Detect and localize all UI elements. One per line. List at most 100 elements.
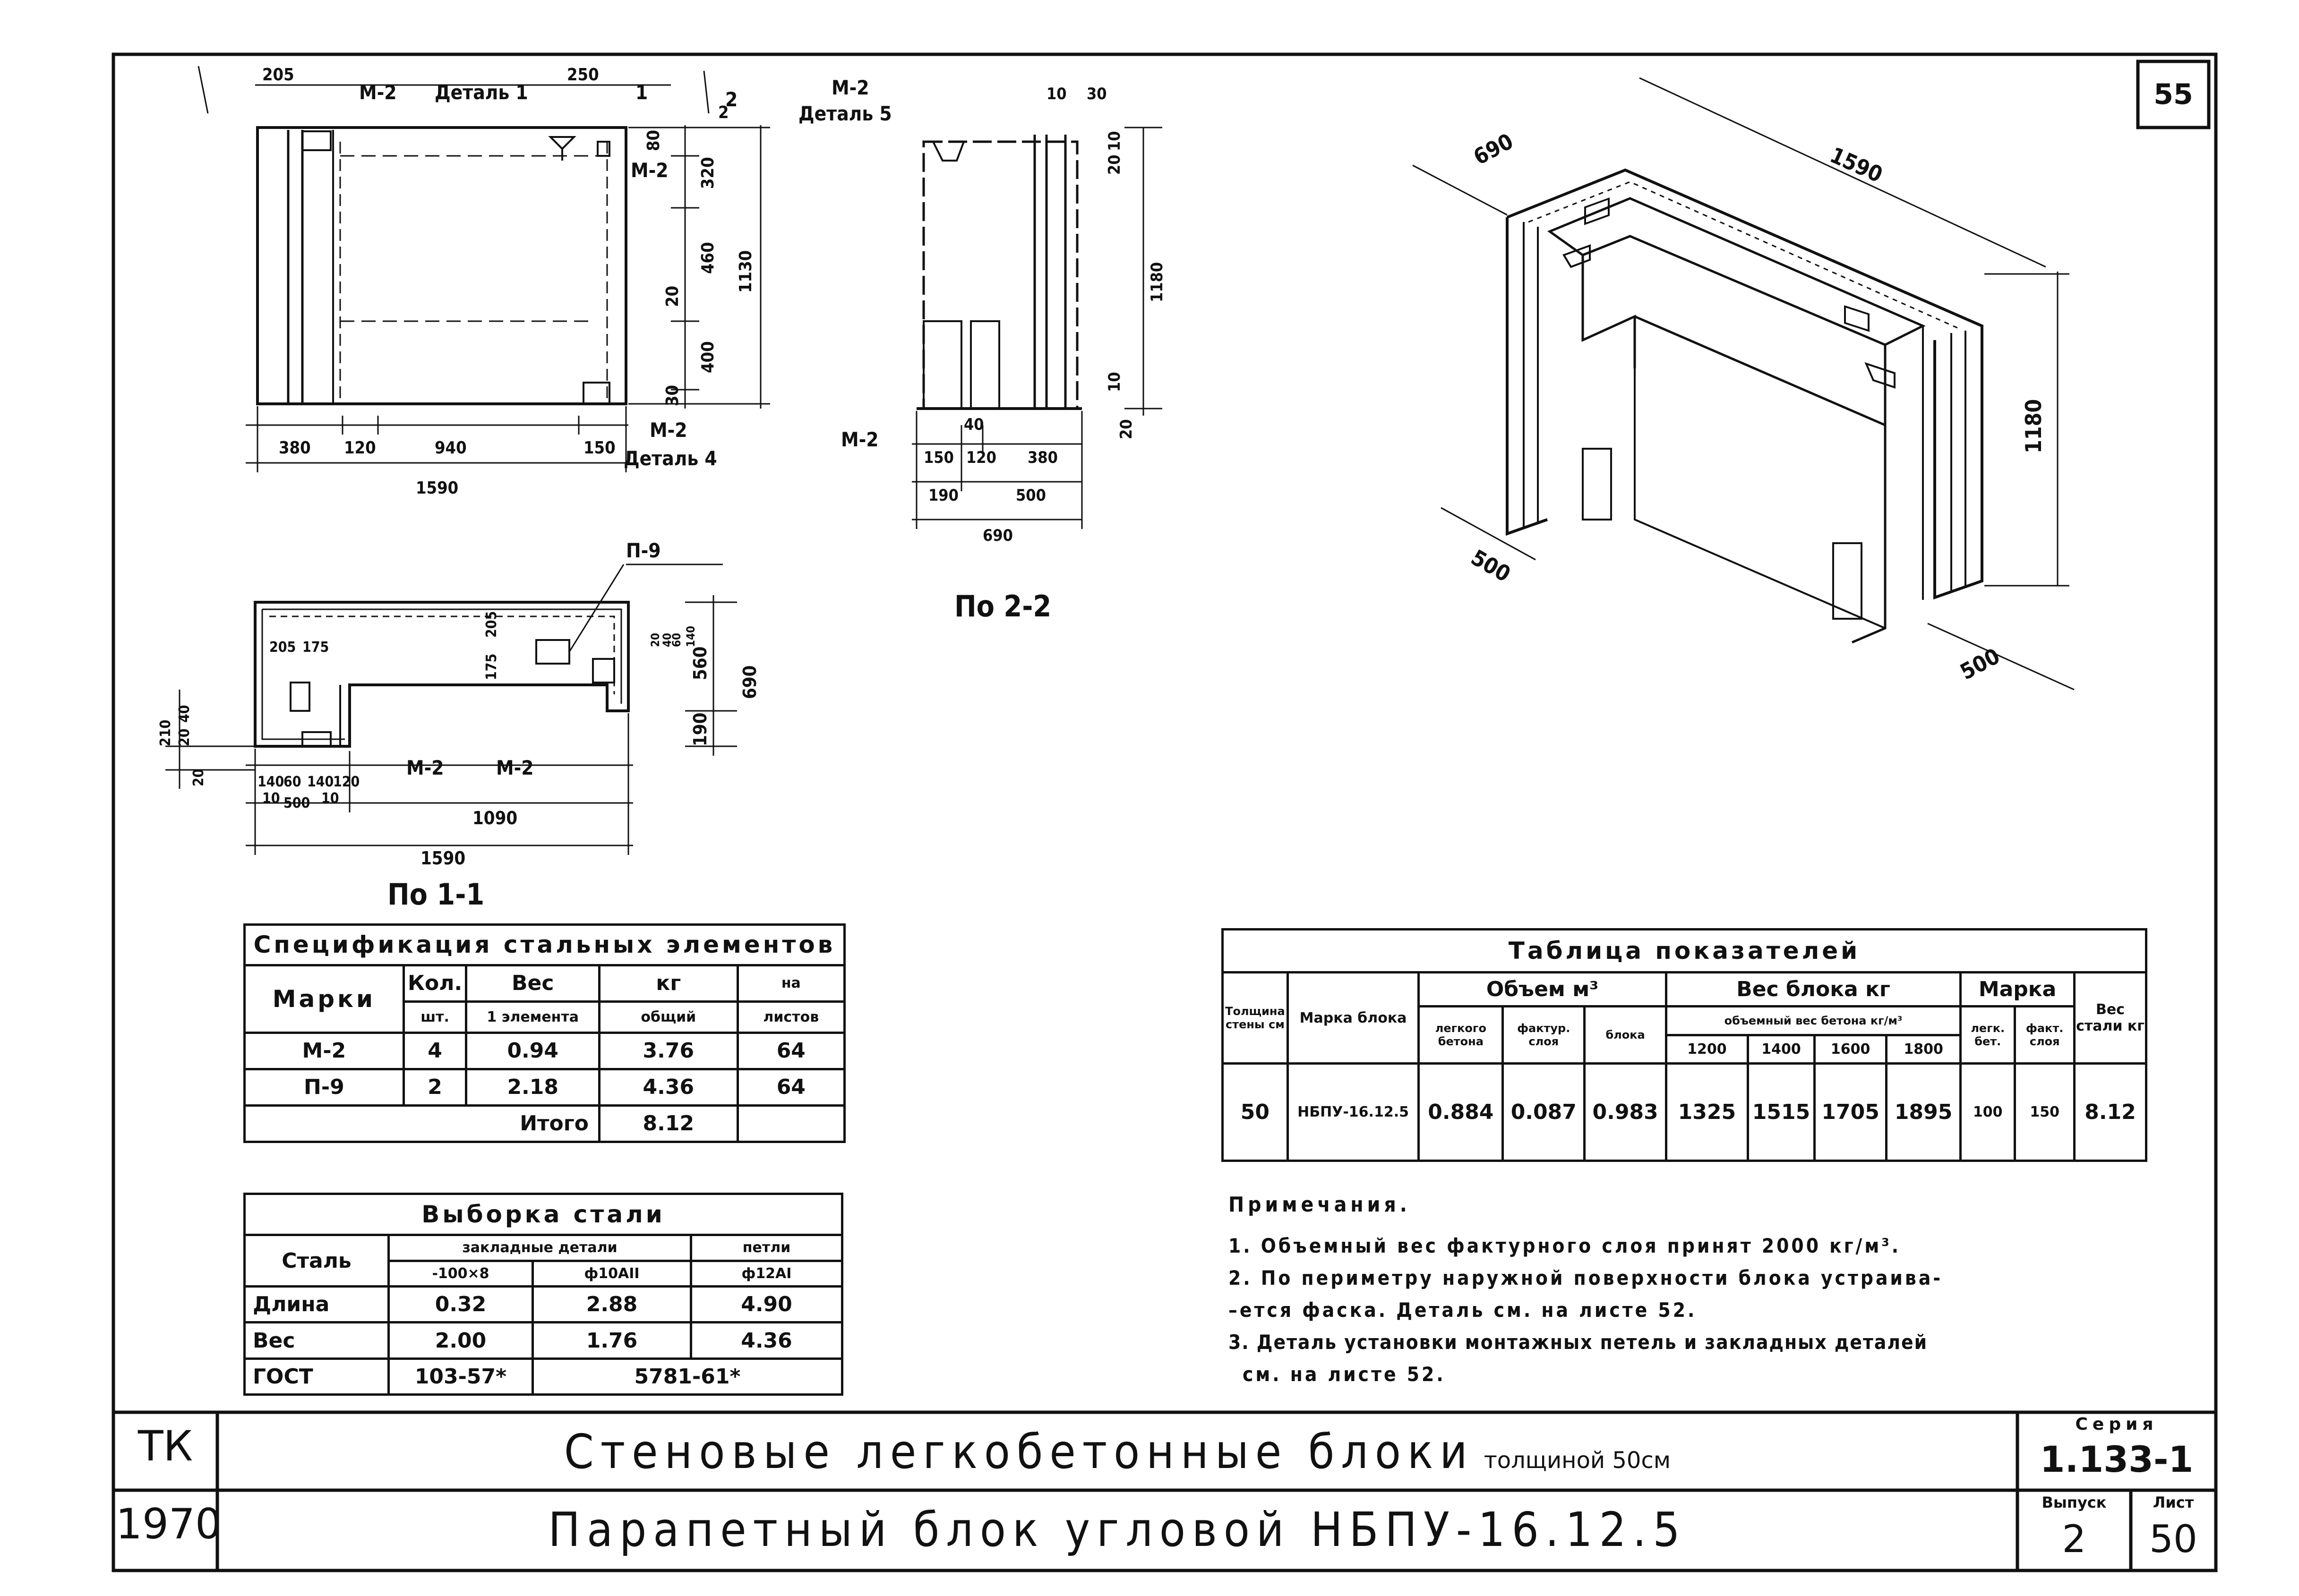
table-row: М-2 4 0.94 3.76 64 (243, 1031, 846, 1070)
sheet-value: 50 (2149, 1517, 2197, 1561)
dim-120: 120 (966, 448, 996, 467)
ind-head-density: объемный вес бетона кг/м³ (1664, 1005, 1962, 1036)
steel-head-steel: Сталь (243, 1234, 390, 1288)
steel-cell: 2.88 (532, 1285, 692, 1324)
dim-460: 460 (698, 242, 718, 274)
notes: Примечания. 1. Объемный вес фактурного с… (1228, 1193, 2173, 1391)
spec-head-total: общий (598, 1000, 739, 1034)
dim-690: 690 (739, 666, 760, 699)
dim-150: 150 (924, 448, 954, 467)
spec-head-weight-unit: кг (598, 964, 739, 1003)
ind-cell: 1895 (1885, 1062, 1962, 1162)
dim-175: 175 (302, 639, 329, 656)
dim-690: 690 (983, 526, 1013, 545)
spec-head-weight: Вес (465, 964, 600, 1003)
table-row: Длина 0.32 2.88 4.90 (243, 1285, 843, 1324)
dim-500: 500 (283, 795, 310, 811)
dim-380: 380 (1028, 448, 1058, 467)
dim-1590: 1590 (420, 848, 465, 869)
dim-210: 210 (157, 720, 174, 746)
dim-205: 205 (269, 639, 296, 656)
spec-head-qty: Кол. (402, 964, 468, 1003)
dim-205: 205 (262, 65, 294, 85)
iso-dim-1590: 1590 (1827, 142, 1887, 188)
ind-cell: 100 (1959, 1062, 2016, 1162)
spec-head-qty-unit: шт. (402, 1000, 468, 1034)
spec-cell: М-2 (243, 1031, 405, 1070)
spec-cell: 3.76 (598, 1031, 739, 1070)
section-1-1 (165, 563, 737, 855)
title-main: Стеновые легкобетонные блоки (564, 1424, 1474, 1479)
section-mark-2: 2 (725, 88, 738, 111)
steel-head-col2: ф10АII (532, 1259, 692, 1288)
ind-head-density-3: 1600 (1813, 1033, 1888, 1065)
dim-10a: 10 (262, 790, 280, 807)
dim-40a: 40 (176, 705, 193, 723)
ind-head-thick: Толщина стены см (1221, 971, 1289, 1065)
dim-30: 30 (663, 385, 682, 406)
steel-head-embedded: закладные детали (387, 1234, 692, 1262)
iso-dim-500a: 500 (1467, 545, 1515, 587)
ind-head-fs: факт. слоя (2014, 1005, 2076, 1065)
year-label: 1970 (116, 1500, 222, 1548)
label-m2-top: М-2 (359, 81, 397, 104)
ind-cell: 1705 (1813, 1062, 1888, 1162)
spec-head-sheets-top: на (736, 964, 846, 1003)
dim-20b: 20 (1105, 154, 1124, 175)
dim-20a: 20 (176, 728, 193, 746)
iso-view (1412, 77, 2075, 691)
dim-190: 190 (928, 486, 959, 505)
ind-head-fact: фактур. слоя (1501, 1005, 1586, 1065)
dim-20c: 20 (1117, 419, 1136, 439)
issue-label: Выпуск (2042, 1494, 2107, 1511)
spec-itogo-label: Итого (243, 1104, 600, 1144)
table-row: 50 НБПУ-16.12.5 0.884 0.087 0.983 1325 1… (1221, 1062, 2147, 1162)
ind-cell: 50 (1221, 1062, 1289, 1162)
ind-head-mark: Марка блока (1286, 971, 1420, 1065)
label-p9: П-9 (626, 539, 661, 562)
steel-gost-1: 103-57* (387, 1357, 534, 1396)
steel-row-label: Вес (243, 1321, 390, 1360)
title-main-row: Стеновые легкобетонные блоки толщиной 50… (222, 1424, 2013, 1479)
dim-500: 500 (1016, 486, 1046, 505)
label-m2-b: М-2 (496, 756, 534, 779)
ind-head-weight: Вес блока кг (1664, 971, 1962, 1008)
dim-10: 10 (1047, 85, 1067, 103)
ind-cell: 0.884 (1417, 1062, 1504, 1162)
spec-cell: 2.18 (465, 1067, 600, 1107)
ind-head-lb: легк. бет. (1959, 1005, 2016, 1065)
spec-cell: 64 (736, 1067, 846, 1107)
ind-head-light: легкого бетона (1417, 1005, 1504, 1065)
steel-head-col1: -100×8 (387, 1259, 534, 1288)
section11-labels: П-9 М-2 М-2 По 1-1 205 175 175 205 210 2… (157, 539, 760, 912)
section22-labels: М-2 Деталь 5 М-2 По 2-2 10 30 10 20 1180… (798, 76, 1167, 623)
issue-value: 2 (2062, 1517, 2086, 1561)
note-line: 3. Деталь установки монтажных петель и з… (1228, 1331, 1928, 1354)
table-row: ГОСТ 103-57* 5781-61* (243, 1357, 843, 1396)
indicator-table: Таблица показателей Толщина стены см Мар… (1221, 928, 2147, 1162)
series-value: 1.133-1 (2040, 1438, 2194, 1480)
sheet-frame (112, 52, 2218, 1572)
dim-205b: 205 (483, 611, 500, 638)
iso-dim-1180: 1180 (2021, 399, 2046, 453)
iso-dim-500b: 500 (1956, 643, 2004, 684)
dim-1180: 1180 (1148, 262, 1167, 302)
note-line: 1. Объемный вес фактурного слоя принят 2… (1228, 1234, 1901, 1257)
iso-dim-690: 690 (1469, 128, 1518, 170)
org-label: ТК (137, 1422, 193, 1470)
table-row: Вес 2.00 1.76 4.36 (243, 1321, 843, 1360)
spec-cell: 64 (736, 1031, 846, 1070)
note-line: см. на листе 52. (1243, 1363, 1446, 1386)
dim-940: 940 (435, 438, 467, 458)
title-suffix: толщиной 50см (1484, 1447, 1671, 1474)
steel-cell: 4.36 (690, 1321, 843, 1360)
front-dim-labels: 205 250 2 80 320 460 400 20 30 1130 380 … (262, 65, 755, 498)
table-row: П-9 2 2.18 4.36 64 (243, 1067, 846, 1107)
front-labels: М-2 Деталь 1 М-2 М-2 Деталь 4 1 2 (359, 81, 738, 470)
front-dimensions (197, 66, 770, 472)
dim-10b: 10 (1105, 131, 1124, 151)
spec-cell: 4.36 (598, 1067, 739, 1107)
steel-gost-2: 5781-61* (532, 1357, 843, 1396)
dim-80: 80 (644, 130, 663, 151)
